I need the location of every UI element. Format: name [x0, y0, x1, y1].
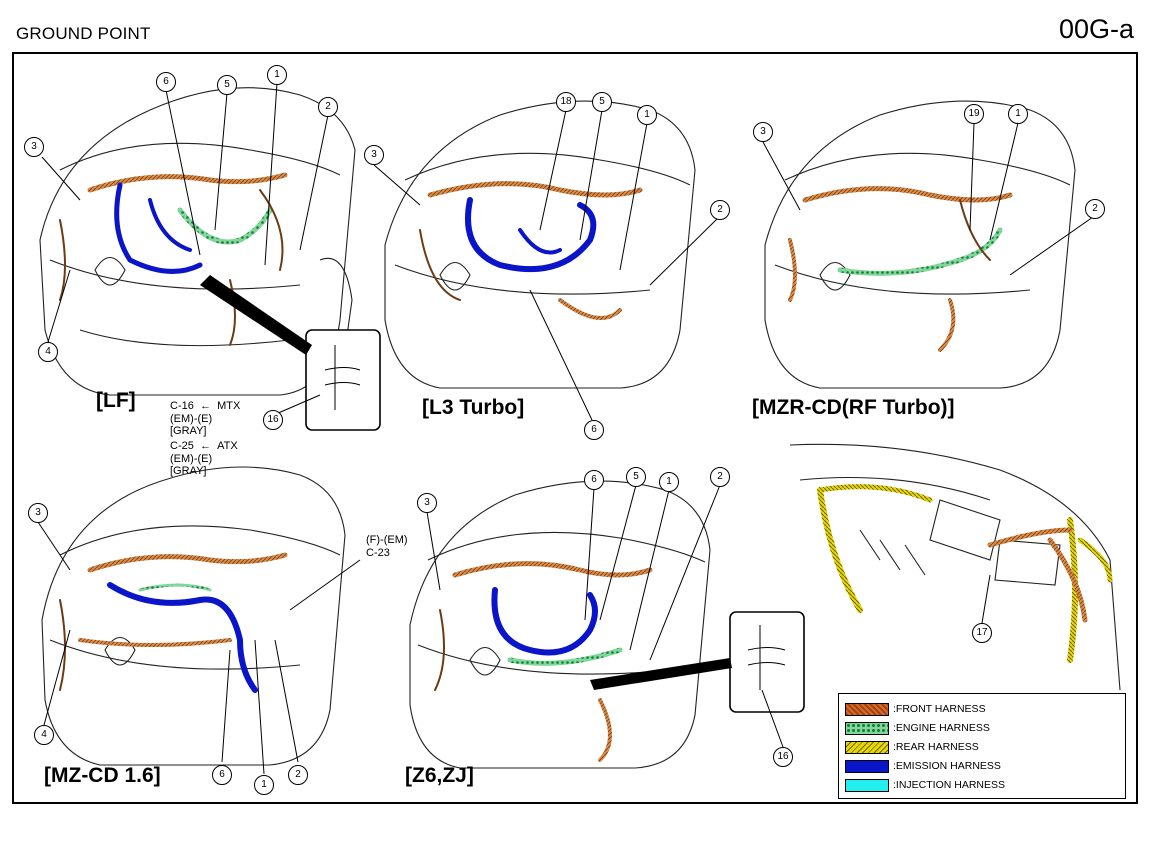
note-c23-line2: C-23: [366, 546, 390, 559]
callout-lf-5: 5: [217, 75, 237, 95]
callout-lf-16: 16: [263, 410, 283, 430]
l3-harness-lines: [419, 181, 643, 320]
engine-harness-swatch: [845, 722, 889, 735]
rear-harness-lines: [817, 484, 1113, 663]
callout-z6-16: 16: [773, 747, 793, 767]
callout-l3-18: 18: [556, 92, 576, 112]
callout-z6-3: 3: [417, 493, 437, 513]
lf-harness-lines: [59, 172, 288, 346]
mz-harness-lines: [59, 552, 288, 693]
callout-lf-2: 2: [318, 97, 338, 117]
callout-z6-1: 1: [659, 472, 679, 492]
note-c23: (F)-(EM) C-23: [366, 534, 408, 559]
view-label-lf: [LF]: [96, 389, 136, 412]
page-title: GROUND POINT: [16, 24, 151, 43]
callout-mz-6: 6: [212, 765, 232, 785]
view-label-mz-cd: [MZ-CD 1.6]: [44, 764, 161, 787]
diagram-frame: [12, 52, 1138, 804]
lf-detail-inset: [305, 329, 381, 431]
z6-detail-pointer: [590, 658, 732, 690]
note-c16-line1: C-16: [170, 400, 194, 412]
legend-label-engine: :ENGINE HARNESS: [893, 722, 990, 734]
mzr-car-outline: [764, 100, 1076, 389]
callout-lf-3: 3: [24, 137, 44, 157]
mz-car-outline: [41, 466, 346, 766]
note-c25-line1: C-25: [170, 440, 194, 452]
callout-mz-2: 2: [288, 765, 308, 785]
callout-z6-6: 6: [584, 470, 604, 490]
front-harness-swatch: [845, 703, 889, 716]
legend-label-front: :FRONT HARNESS: [893, 703, 986, 715]
note-c16-line2: (EM)-(E): [170, 412, 213, 425]
view-label-mzr-cd: [MZR-CD(RF Turbo)]: [752, 396, 955, 419]
leader-lines: [37, 82, 1094, 775]
callout-mzr-1: 1: [1008, 104, 1028, 124]
callout-z6-2: 2: [710, 467, 730, 487]
page-code: 00G-a: [1058, 14, 1134, 44]
callout-mz-4: 4: [34, 725, 54, 745]
callout-mzr-2: 2: [1085, 199, 1105, 219]
callout-l3-1: 1: [637, 105, 657, 125]
legend-label-rear: :REAR HARNESS: [893, 741, 979, 753]
z6-car-outline: [409, 480, 711, 769]
mzr-harness-lines: [788, 186, 1013, 352]
legend-label-injection: :INJECTION HARNESS: [893, 779, 1006, 791]
rear-body-outline: [789, 443, 1121, 691]
callout-mz-1: 1: [254, 775, 274, 795]
injection-harness-swatch: [845, 779, 889, 792]
z6-harness-lines: [434, 561, 653, 762]
view-label-l3-turbo: [L3 Turbo]: [422, 396, 525, 419]
harness-legend: :FRONT HARNESS :ENGINE HARNESS :REAR HAR…: [838, 693, 1126, 799]
callout-l3-3: 3: [364, 145, 384, 165]
callout-l3-6: 6: [584, 420, 604, 440]
callout-rear-17: 17: [972, 623, 992, 643]
note-c16-line3: [GRAY]: [170, 425, 207, 437]
note-c25-line2: (EM)-(E): [170, 452, 213, 465]
emission-harness-swatch: [845, 760, 889, 773]
callout-lf-6: 6: [156, 72, 176, 92]
callout-mzr-3: 3: [753, 122, 773, 142]
note-c25: C-25 ← ATX (EM)-(E) [GRAY]: [170, 440, 238, 477]
callout-mz-3: 3: [28, 503, 48, 523]
callout-mzr-19: 19: [964, 104, 984, 124]
note-c16: C-16 ← MTX (EM)-(E) [GRAY]: [170, 400, 241, 437]
note-c25-line3: [GRAY]: [170, 465, 207, 477]
callout-l3-2: 2: [710, 200, 730, 220]
view-label-z6-zj: [Z6,ZJ]: [405, 764, 474, 787]
callout-l3-5: 5: [592, 92, 612, 112]
l3-car-outline: [384, 100, 696, 389]
note-c25-tag: ATX: [217, 440, 238, 452]
rear-harness-swatch: [845, 741, 889, 754]
note-c16-tag: MTX: [217, 400, 241, 412]
z6-detail-inset: [729, 611, 805, 713]
callout-lf-4: 4: [38, 342, 58, 362]
callout-lf-1: 1: [267, 65, 287, 85]
callout-z6-5: 5: [626, 467, 646, 487]
note-c23-line1: (F)-(EM): [366, 534, 408, 546]
lf-detail-pointer: [200, 275, 312, 355]
legend-label-emission: :EMISSION HARNESS: [893, 760, 1001, 772]
